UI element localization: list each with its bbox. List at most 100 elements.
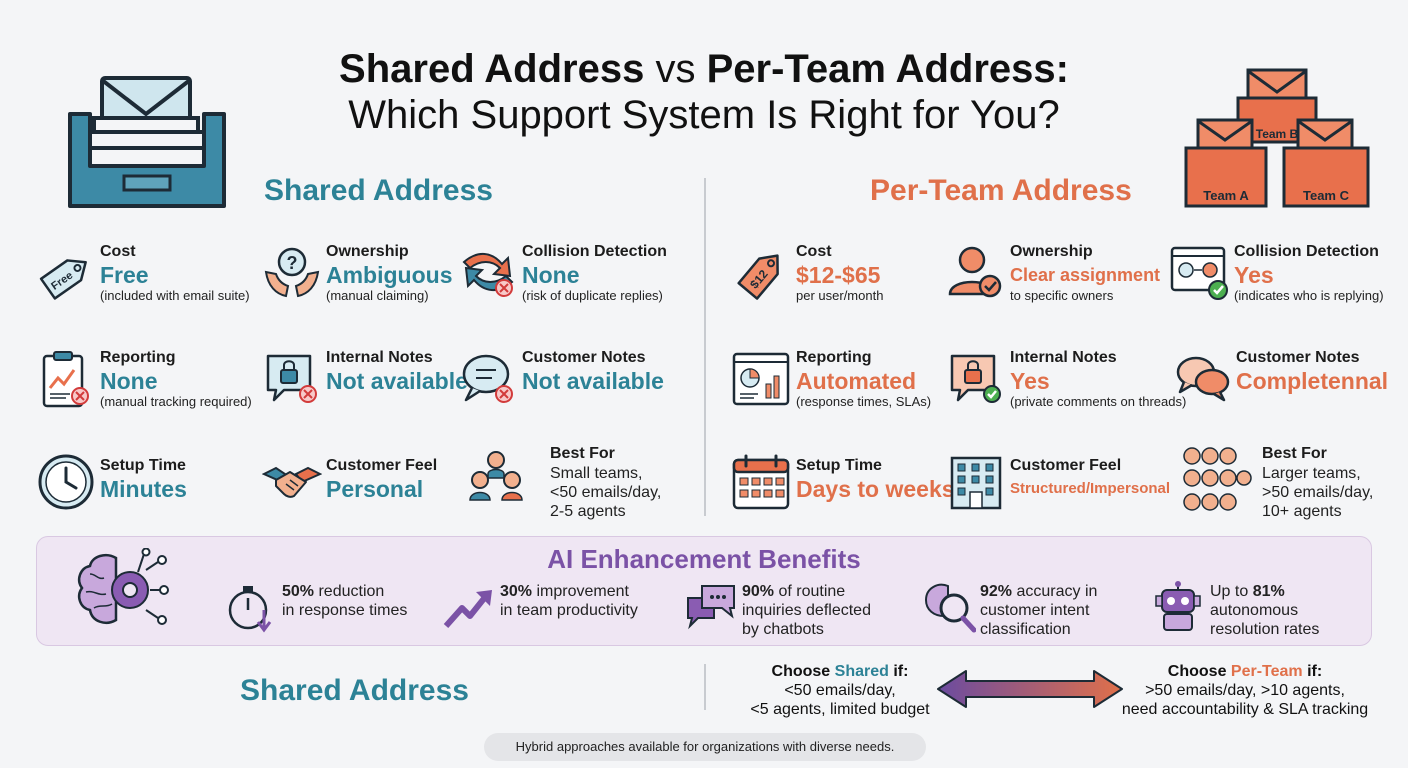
choose-post: if: bbox=[888, 663, 909, 680]
label: Internal Notes bbox=[326, 349, 433, 366]
ai-stat: 90% bbox=[742, 583, 775, 600]
label: Customer Notes bbox=[1236, 349, 1360, 366]
choose-perteam: Choose Per-Team if: >50 emails/day, >10 … bbox=[1114, 662, 1376, 719]
label: Ownership bbox=[326, 243, 409, 260]
value: Ambiguous bbox=[326, 262, 453, 288]
ai-stat-text: of routine bbox=[774, 583, 846, 600]
robot-icon bbox=[1155, 581, 1201, 631]
label: Customer Feel bbox=[326, 457, 438, 474]
value: $12-$65 bbox=[796, 262, 881, 288]
best-for-line: <50 emails/day, bbox=[550, 484, 662, 501]
team-a-label: Team A bbox=[1203, 188, 1249, 203]
chatbot-bubbles-icon bbox=[687, 585, 735, 630]
clock-icon bbox=[38, 454, 94, 510]
best-for-line: Small teams, bbox=[550, 465, 643, 482]
page-subtitle: Which Support System Is Right for You? bbox=[348, 93, 1060, 137]
title-perteam: Per-Team Address: bbox=[706, 47, 1069, 91]
double-arrow-icon bbox=[937, 670, 1123, 708]
lock-bubble-icon bbox=[266, 354, 317, 403]
choose-pre: Choose bbox=[1167, 663, 1231, 680]
value: Yes bbox=[1234, 262, 1274, 288]
value: Personal bbox=[326, 476, 424, 502]
inbox-tray-icon bbox=[68, 76, 226, 208]
value: Automated bbox=[796, 368, 917, 394]
label: Cost bbox=[796, 243, 832, 260]
value: Days to weeks bbox=[796, 476, 955, 502]
title-vs: vs bbox=[655, 47, 696, 91]
value: Structured/Impersonal bbox=[1010, 480, 1171, 497]
label: Reporting bbox=[100, 349, 176, 366]
best-for-line: 2-5 agents bbox=[550, 503, 626, 520]
value: Completennal bbox=[1236, 368, 1389, 394]
note: (manual tracking required) bbox=[100, 394, 252, 409]
label: Best For bbox=[550, 445, 615, 462]
ai-stat: 92% bbox=[980, 583, 1013, 600]
value: Not available bbox=[522, 368, 664, 394]
note: (indicates who is replying) bbox=[1234, 288, 1384, 303]
ai-stat-line: classification bbox=[980, 621, 1071, 638]
best-for-line: Larger teams, bbox=[1262, 465, 1361, 482]
value: Free bbox=[100, 262, 149, 288]
ai-stat-line: by chatbots bbox=[742, 621, 824, 638]
ai-stat-line: autonomous bbox=[1210, 602, 1299, 619]
value: Minutes bbox=[100, 476, 187, 502]
office-building-icon bbox=[950, 456, 1002, 510]
choose-post: if: bbox=[1302, 663, 1323, 680]
shared-heading: Shared Address bbox=[264, 174, 493, 207]
ai-stat: 30% bbox=[500, 583, 533, 600]
note: (risk of duplicate replies) bbox=[522, 288, 663, 303]
page-title: Shared Address vs Per-Team Address: Whic… bbox=[0, 46, 1408, 138]
chat-bubble-icon bbox=[462, 354, 513, 403]
ai-benefits-title: AI Enhancement Benefits bbox=[547, 544, 861, 574]
ai-stat-text: reduction bbox=[314, 583, 385, 600]
best-for-line: 10+ agents bbox=[1262, 503, 1342, 520]
ai-stat-pre: Up to bbox=[1210, 583, 1253, 600]
note: (response times, SLAs) bbox=[796, 394, 932, 409]
value: None bbox=[522, 262, 580, 288]
ai-stat-line: inquiries deflected bbox=[742, 602, 871, 619]
bottom-divider bbox=[704, 664, 706, 710]
crossing-arrows-icon bbox=[462, 253, 514, 297]
choose-line: need accountability & SLA tracking bbox=[1121, 701, 1369, 718]
best-for-line: >50 emails/day, bbox=[1262, 484, 1374, 501]
label: Cost bbox=[100, 243, 136, 260]
dashboard-icon bbox=[732, 352, 790, 406]
label: Setup Time bbox=[796, 457, 882, 474]
choose-line: >50 emails/day, >10 agents, bbox=[1145, 682, 1345, 699]
value: Not available bbox=[326, 368, 468, 394]
bottom-shared-heading: Shared Address bbox=[240, 674, 469, 707]
clipboard-chart-icon bbox=[42, 351, 89, 408]
brain-magnifier-icon bbox=[924, 583, 976, 633]
label: Ownership bbox=[1010, 243, 1093, 260]
label: Reporting bbox=[796, 349, 872, 366]
choose-key: Per-Team bbox=[1230, 663, 1303, 680]
value: Yes bbox=[1010, 368, 1050, 394]
svg-text:?: ? bbox=[287, 253, 298, 273]
title-shared: Shared Address bbox=[339, 47, 645, 91]
hybrid-footnote: Hybrid approaches available for organiza… bbox=[484, 733, 926, 761]
lock-bubble-icon bbox=[950, 354, 1001, 403]
ai-stat-line: resolution rates bbox=[1210, 621, 1320, 638]
ai-stat-line: in response times bbox=[282, 602, 408, 619]
choose-shared: Choose Shared if: <50 emails/day, <5 age… bbox=[742, 662, 938, 719]
ai-stat-line: customer intent bbox=[980, 602, 1090, 619]
note: to specific owners bbox=[1010, 288, 1114, 303]
choose-line: <5 agents, limited budget bbox=[750, 701, 930, 718]
stopwatch-down-icon bbox=[228, 586, 272, 633]
user-check-icon bbox=[948, 246, 1002, 298]
ai-stat-line: in team productivity bbox=[500, 602, 638, 619]
choose-key: Shared bbox=[834, 663, 889, 680]
collision-screen-icon bbox=[1170, 246, 1228, 300]
team-trays-icon: Team B Team A Team C bbox=[1184, 68, 1370, 208]
label: Customer Feel bbox=[1010, 457, 1122, 474]
ai-stat-text: accuracy in bbox=[1012, 583, 1098, 600]
value: Clear assignment bbox=[1010, 265, 1161, 285]
note: (included with email suite) bbox=[100, 288, 250, 303]
calendar-icon bbox=[732, 454, 790, 510]
team-c-label: Team C bbox=[1303, 188, 1350, 203]
label: Collision Detection bbox=[522, 243, 667, 260]
team-b-label: Team B bbox=[1256, 127, 1299, 141]
label: Setup Time bbox=[100, 457, 186, 474]
question-hands-icon: ? bbox=[264, 247, 320, 298]
choose-pre: Choose bbox=[771, 663, 835, 680]
